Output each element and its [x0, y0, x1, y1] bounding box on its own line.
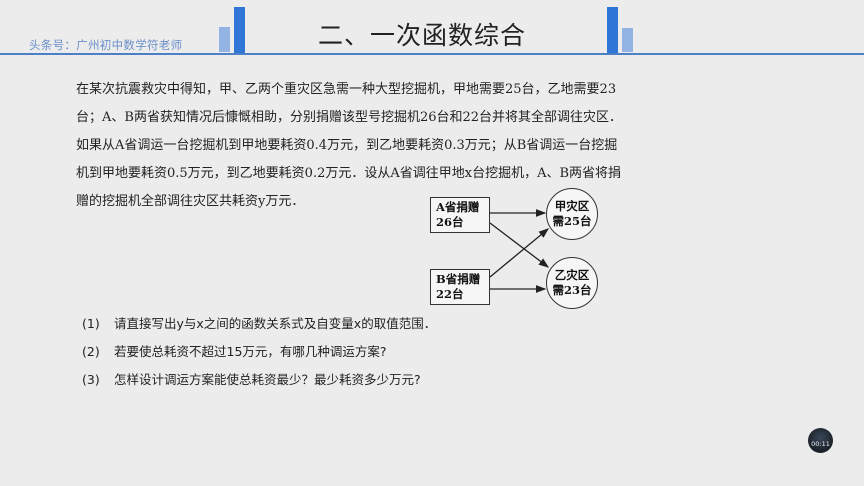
- problem-line: 在某次抗震救灾中得知，甲、乙两个重灾区急需一种大型挖掘机，甲地需要25台，乙地需…: [76, 82, 617, 97]
- question-text: 请直接写出y与x之间的函数关系式及自变量x的取值范围．: [114, 316, 437, 331]
- question-number: (3): [82, 372, 100, 387]
- problem-line: 如果从A省调运一台挖掘机到甲地要耗资0.4万元，到乙地要耗资0.3万元；从B省调…: [76, 138, 618, 153]
- playback-timer-button[interactable]: 00:11: [808, 428, 833, 453]
- timer-text: 00:11: [811, 440, 830, 448]
- decor-bar: [622, 28, 633, 52]
- decor-bar: [219, 27, 230, 52]
- question-number: (1): [82, 316, 100, 331]
- question-item: (1) 请直接写出y与x之间的函数关系式及自变量x的取值范围．: [82, 310, 436, 338]
- problem-line: 赠的挖掘机全部调往灾区共耗资y万元．: [76, 194, 305, 209]
- question-text: 怎样设计调运方案能使总耗资最少？最少耗资多少万元?: [114, 372, 421, 387]
- source-a-box: A省捐赠 26台: [430, 197, 490, 233]
- label: 22台: [436, 287, 464, 301]
- question-number: (2): [82, 344, 100, 359]
- label: 甲灾区: [554, 199, 590, 213]
- label: 需23台: [552, 283, 592, 297]
- dest-jia-circle: 甲灾区 需25台: [546, 188, 598, 240]
- decor-bar: [234, 7, 245, 54]
- label: 26台: [436, 215, 464, 229]
- arrows: [489, 209, 550, 293]
- label: 需25台: [552, 214, 592, 228]
- problem-statement: 在某次抗震救灾中得知，甲、乙两个重灾区急需一种大型挖掘机，甲地需要25台，乙地需…: [76, 76, 623, 216]
- label: A省捐赠: [436, 200, 480, 214]
- question-item: (2) 若要使总耗资不超过15万元，有哪几种调运方案?: [82, 338, 436, 366]
- transport-diagram: A省捐赠 26台 B省捐赠 22台 甲灾区 需25台 乙灾区 需23台: [420, 185, 620, 309]
- header-divider: [0, 53, 864, 55]
- question-item: (3) 怎样设计调运方案能使总耗资最少？最少耗资多少万元?: [82, 366, 436, 394]
- brand-watermark: 头条号：广州初中数学符老师: [29, 38, 183, 52]
- question-text: 若要使总耗资不超过15万元，有哪几种调运方案?: [114, 344, 387, 359]
- dest-yi-circle: 乙灾区 需23台: [546, 257, 598, 309]
- problem-line: 台；A、B两省获知情况后慷慨相助，分别捐赠该型号挖掘机26台和22台并将其全部调…: [76, 110, 623, 125]
- question-list: (1) 请直接写出y与x之间的函数关系式及自变量x的取值范围． (2) 若要使总耗资…: [82, 310, 436, 394]
- problem-line: 机到甲地要耗资0.5万元，到乙地要耗资0.2万元．设从A省调往甲地x台挖掘机，A…: [76, 166, 622, 181]
- slide-header: 头条号：广州初中数学符老师 二、一次函数综合: [0, 0, 864, 56]
- decor-bar: [607, 7, 618, 54]
- source-b-box: B省捐赠 22台: [430, 269, 490, 305]
- label: B省捐赠: [436, 272, 481, 286]
- slide-title: 二、一次函数综合: [318, 21, 527, 50]
- label: 乙灾区: [554, 268, 590, 282]
